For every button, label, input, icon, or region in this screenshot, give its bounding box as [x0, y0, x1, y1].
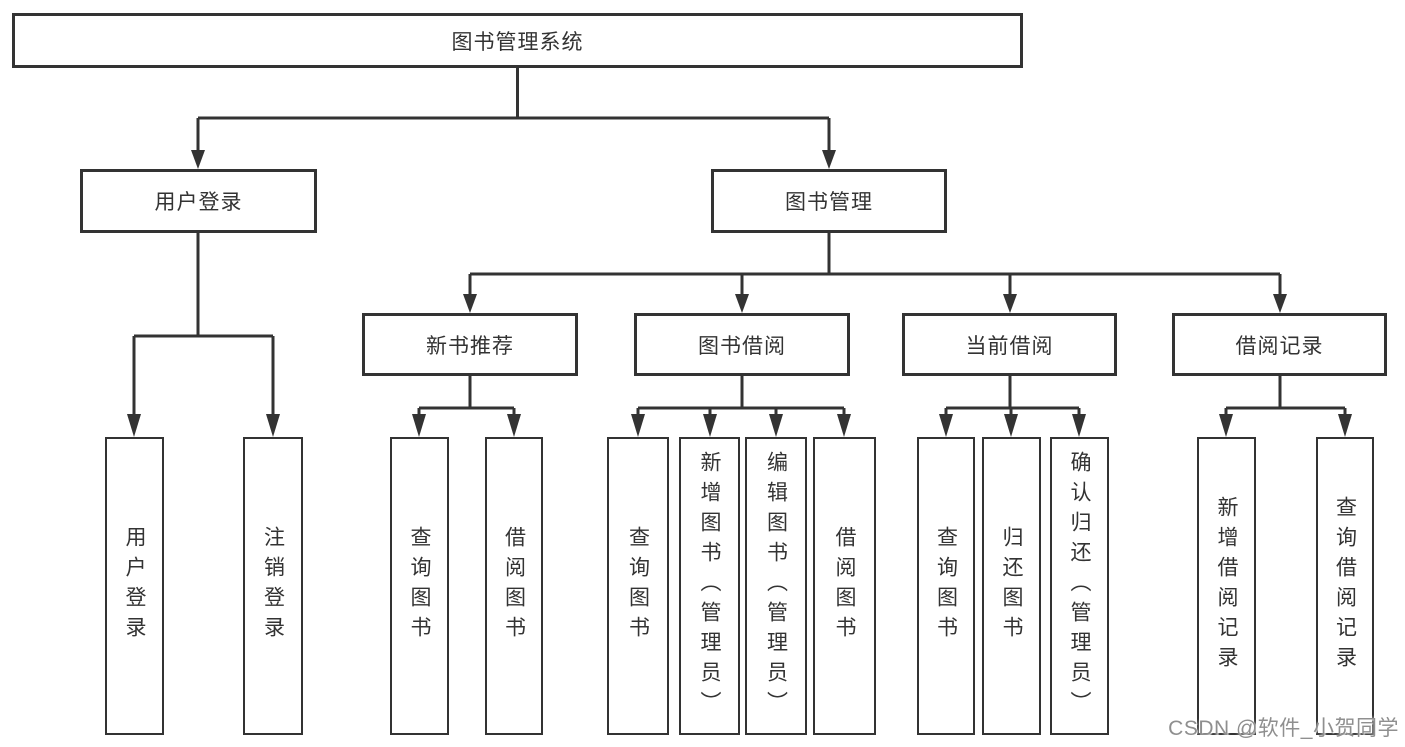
node-book-management: 图书管理 — [711, 169, 947, 233]
leaf-current-query-books: 查询图书 — [917, 437, 975, 735]
leaf-borrow-edit-books-admin: 编辑图书（管理员） — [745, 437, 807, 735]
leaf-records-query-record: 查询借阅记录 — [1316, 437, 1374, 735]
node-book-borrow: 图书借阅 — [634, 313, 850, 376]
leaf-user-login: 用户登录 — [105, 437, 164, 735]
node-borrow-records: 借阅记录 — [1172, 313, 1387, 376]
node-user-login: 用户登录 — [80, 169, 317, 233]
node-current-borrow-label: 当前借阅 — [965, 334, 1054, 358]
arrowhead-icons — [127, 150, 1352, 437]
leaf-borrow-borrow-books: 借阅图书 — [813, 437, 876, 735]
node-new-book-recommend-label: 新书推荐 — [426, 334, 514, 358]
node-book-borrow-label: 图书借阅 — [698, 334, 786, 358]
node-root: 图书管理系统 — [12, 13, 1023, 68]
leaf-borrow-query-books: 查询图书 — [607, 437, 669, 735]
leaf-recommend-borrow-books: 借阅图书 — [485, 437, 543, 735]
node-root-label: 图书管理系统 — [451, 30, 584, 54]
leaf-borrow-add-books-admin: 新增图书（管理员） — [679, 437, 740, 735]
node-current-borrow: 当前借阅 — [902, 313, 1117, 376]
leaf-current-return-books: 归还图书 — [982, 437, 1041, 735]
leaf-logout: 注销登录 — [243, 437, 303, 735]
leaf-current-confirm-return-admin: 确认归还（管理员） — [1050, 437, 1109, 735]
leaf-recommend-query-books: 查询图书 — [390, 437, 449, 735]
node-book-management-label: 图书管理 — [785, 191, 873, 214]
node-user-login-label: 用户登录 — [154, 191, 243, 214]
csdn-watermark: CSDN @软件_小贺同学 — [1168, 717, 1399, 740]
leaf-records-add-record: 新增借阅记录 — [1197, 437, 1256, 735]
node-new-book-recommend: 新书推荐 — [362, 313, 578, 376]
node-borrow-records-label: 借阅记录 — [1235, 334, 1324, 358]
